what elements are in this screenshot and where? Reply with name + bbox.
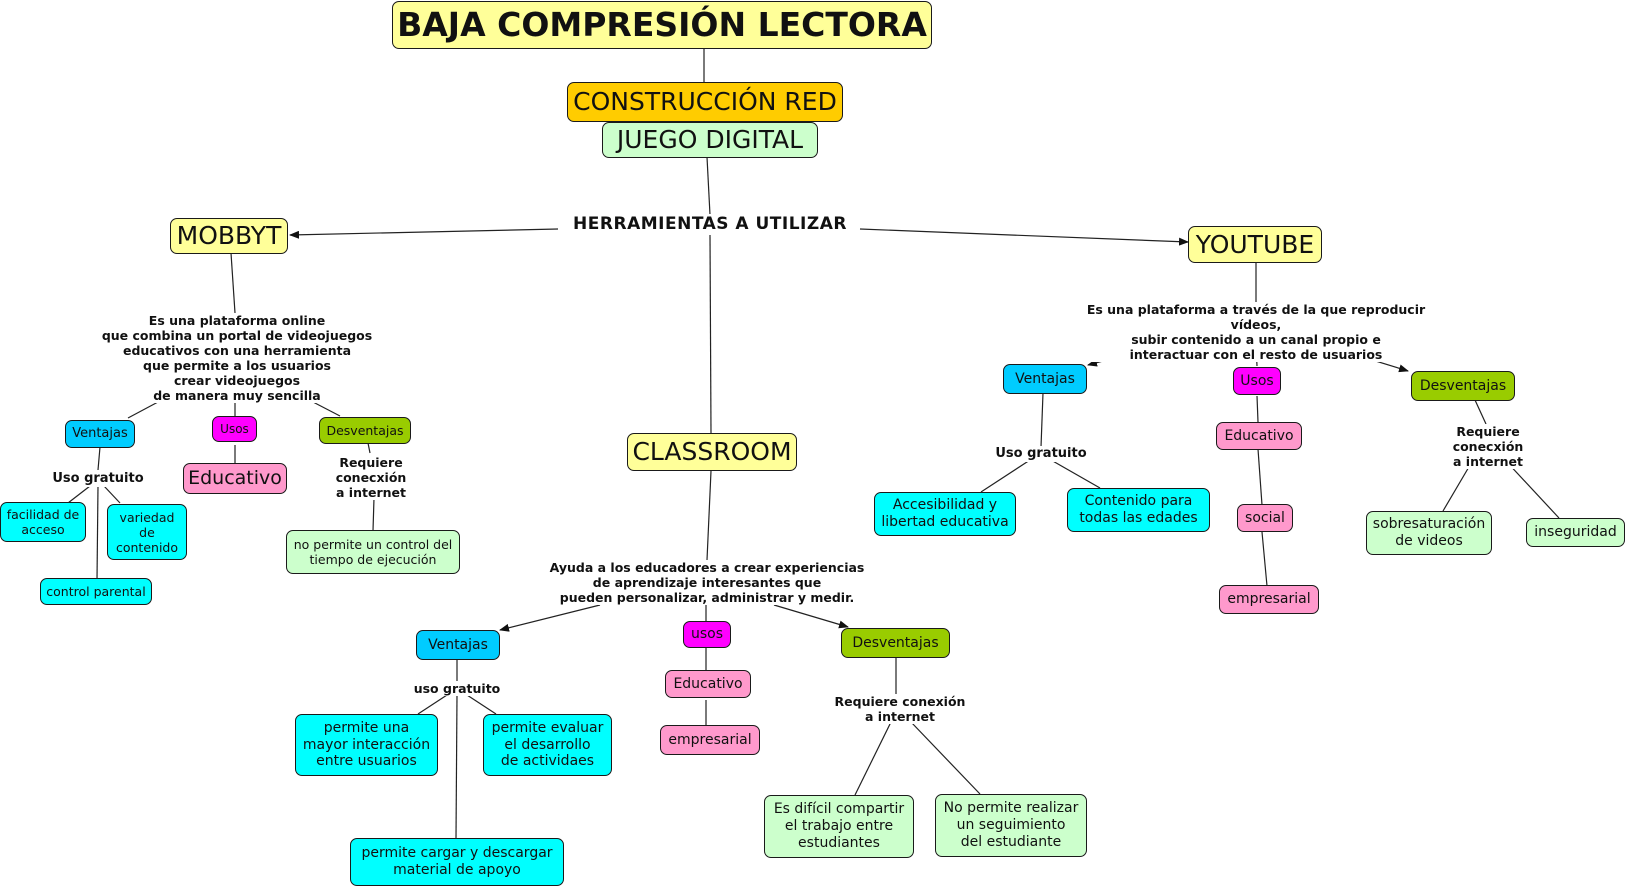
classroom-desventaja-item[interactable]: Es difícil compartir el trabajo entre es… (764, 795, 914, 858)
classroom-usos-item[interactable]: Educativo (665, 670, 751, 698)
youtube-usos-item[interactable]: social (1237, 504, 1293, 532)
title-node[interactable]: BAJA COMPRESIÓN LECTORA (392, 1, 932, 49)
mobbyt-desventaja-item[interactable]: no permite un control del tiempo de ejec… (286, 530, 460, 574)
classroom-description: Ayuda a los educadores a crear experienc… (549, 560, 865, 605)
mobbyt-ventaja-item[interactable]: facilidad de acceso (0, 502, 86, 542)
construction-node[interactable]: CONSTRUCCIÓN RED (567, 82, 843, 122)
classroom-ventaja-item[interactable]: permite una mayor interacción entre usua… (295, 714, 438, 776)
mobbyt-ventaja-item[interactable]: variedad de contenido (107, 504, 187, 560)
youtube-usos-item[interactable]: Educativo (1216, 422, 1302, 450)
youtube-usos-node[interactable]: Usos (1233, 367, 1281, 395)
herramientas-label: HERRAMIENTAS A UTILIZAR (573, 214, 847, 235)
mobbyt-usos-item[interactable]: Educativo (183, 463, 287, 494)
youtube-ventajas-node[interactable]: Ventajas (1003, 364, 1087, 394)
youtube-requiere-label: Requiere conecxión a internet (1452, 424, 1524, 469)
youtube-desventaja-item[interactable]: sobresaturación de videos (1366, 511, 1492, 555)
classroom-usos-node[interactable]: usos (683, 621, 731, 648)
classroom-requiere-label: Requiere conexión a internet (834, 694, 966, 724)
mobbyt-requiere-label: Requiere conecxión a internet (335, 455, 407, 500)
link-herramientas-classroom (709, 234, 712, 434)
youtube-ventaja-item[interactable]: Accesibilidad y libertad educativa (874, 492, 1016, 536)
mobbyt-description: Es una plataforma online que combina un … (101, 313, 373, 403)
youtube-usos-item[interactable]: empresarial (1219, 585, 1319, 614)
juego-digital-node[interactable]: JUEGO DIGITAL (602, 122, 818, 158)
mobbyt-usos-node[interactable]: Usos (212, 416, 257, 442)
mobbyt-uso-gratuito-label: Uso gratuito (52, 471, 144, 487)
classroom-uso-gratuito-label: uso gratuito (413, 681, 501, 696)
mobbyt-desventajas-node[interactable]: Desventajas (319, 417, 411, 444)
classroom-usos-item[interactable]: empresarial (660, 725, 760, 755)
youtube-ventaja-item[interactable]: Contenido para todas las edades (1067, 488, 1210, 532)
mobbyt-node[interactable]: MOBBYT (170, 218, 288, 254)
classroom-ventaja-item[interactable]: permite cargar y descargar material de a… (350, 838, 564, 886)
youtube-uso-gratuito-label: Uso gratuito (995, 446, 1087, 462)
classroom-desventajas-node[interactable]: Desventajas (841, 628, 950, 658)
classroom-node[interactable]: CLASSROOM (627, 433, 797, 471)
classroom-desventaja-item[interactable]: No permite realizar un seguimiento del e… (935, 794, 1087, 857)
link-herramientas-mobbyt (289, 228, 559, 239)
link-herramientas-youtube (859, 228, 1189, 246)
classroom-ventajas-node[interactable]: Ventajas (416, 630, 500, 660)
mobbyt-ventajas-node[interactable]: Ventajas (65, 420, 135, 448)
youtube-desventaja-item[interactable]: inseguridad (1526, 518, 1625, 547)
youtube-description: Es una plataforma a través de la que rep… (1071, 302, 1441, 362)
youtube-desventajas-node[interactable]: Desventajas (1411, 371, 1515, 401)
youtube-node[interactable]: YOUTUBE (1188, 226, 1322, 263)
link-juego-herramientas (706, 156, 711, 216)
mobbyt-ventaja-item[interactable]: control parental (40, 578, 152, 605)
classroom-ventaja-item[interactable]: permite evaluar el desarrollo de activid… (483, 714, 612, 776)
